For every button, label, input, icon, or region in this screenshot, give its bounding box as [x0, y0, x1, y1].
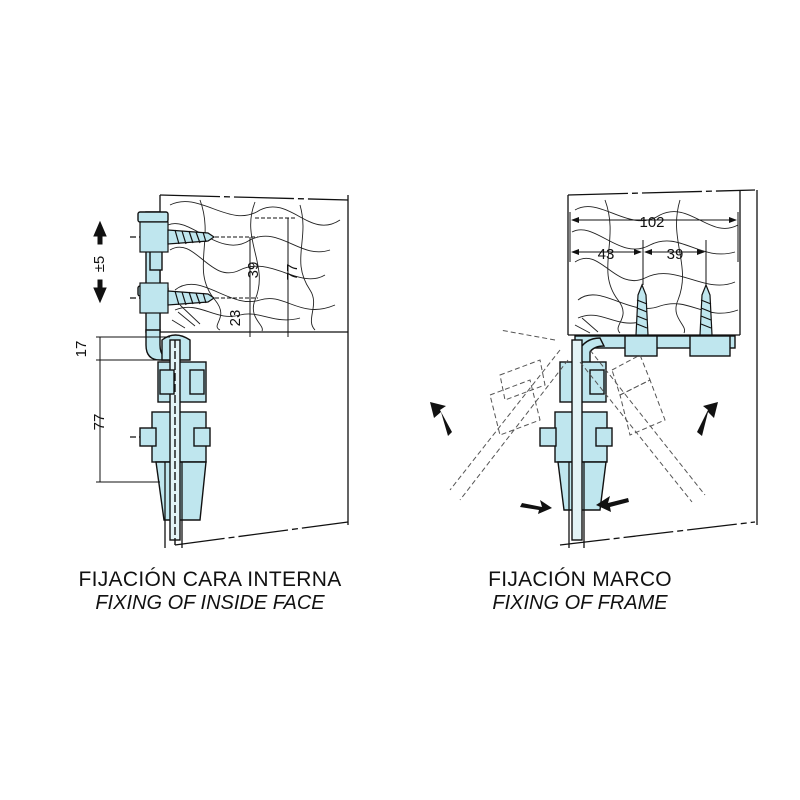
right-screw-2 [699, 283, 713, 336]
right-caption-subtitle: FIXING OF FRAME [492, 592, 668, 614]
dim-17-label: 17 [73, 341, 90, 358]
left-caption-subtitle: FIXING OF INSIDE FACE [95, 592, 325, 614]
right-caption: FIJACIÓN MARCO FIXING OF FRAME [430, 568, 730, 615]
left-wood-grain [167, 199, 341, 332]
left-caption-title: FIJACIÓN CARA INTERNA [78, 568, 342, 591]
dim-77-upper-label: 77 [284, 264, 301, 281]
swing-left-arrow [430, 402, 452, 436]
right-view: 102 43 39 [430, 189, 758, 548]
left-hinge-body [139, 334, 211, 545]
right-hinge-body [539, 339, 613, 541]
adjust-arrows [93, 220, 107, 304]
push-left-arrow [596, 496, 629, 512]
dim-adjust-label: ±5 [91, 256, 108, 273]
right-screw-1 [635, 283, 649, 336]
dim-23-label: 23 [227, 310, 244, 327]
right-door-panel [568, 462, 585, 548]
right-caption-title: FIJACIÓN MARCO [488, 568, 672, 591]
left-view: ±5 39 23 77 17 77 [73, 194, 349, 548]
dim-39-label: 39 [245, 262, 262, 279]
dim-43-label: 43 [598, 246, 615, 263]
ghost-position-left [449, 329, 569, 501]
dim-102-label: 102 [639, 214, 664, 231]
push-right-arrow [520, 500, 552, 514]
dim-39r-label: 39 [667, 246, 684, 263]
right-wood-grain [571, 199, 739, 334]
right-dimension-lines [569, 212, 739, 285]
left-upper-screw [130, 221, 216, 253]
left-lower-screw [130, 282, 216, 314]
ghost-position-right [579, 349, 706, 503]
left-dimension-lines [96, 217, 295, 483]
motion-arrows [430, 402, 718, 514]
right-cabinet-panel [559, 189, 758, 546]
left-door-panel [130, 436, 183, 548]
swing-right-arrow [697, 402, 718, 436]
left-caption: FIJACIÓN CARA INTERNA FIXING OF INSIDE F… [40, 568, 380, 615]
dim-77-lower-label: 77 [91, 414, 108, 431]
right-frame-plate [574, 335, 736, 366]
